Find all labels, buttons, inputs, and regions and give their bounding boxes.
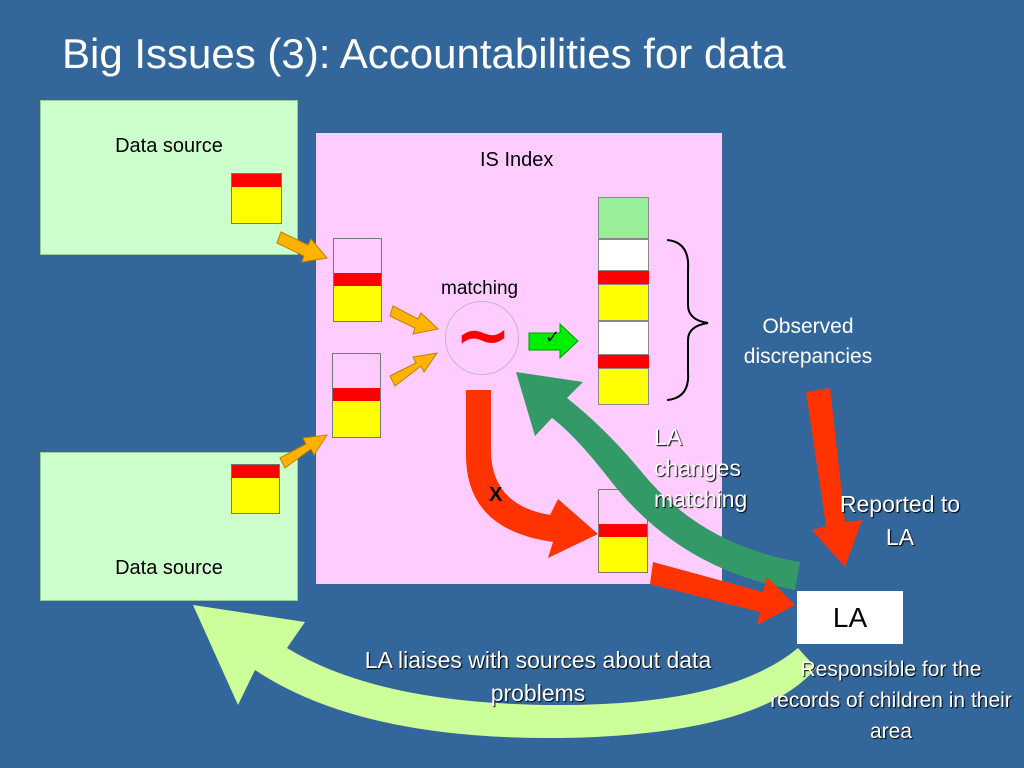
red-arrow-to-la <box>650 562 795 625</box>
la-box: LA <box>797 591 903 644</box>
is-index-label: IS Index <box>480 149 554 171</box>
red-arrow-reported <box>806 388 862 567</box>
la-liaises-label: LA liaises with sources about data probl… <box>364 647 712 706</box>
light-green-arrow <box>193 605 816 739</box>
responsible-label: Responsible for the records of children … <box>770 658 1012 743</box>
check-arrow <box>528 322 579 360</box>
data-source-bottom: Data source <box>40 452 298 601</box>
matching-circle: ~ <box>445 296 519 375</box>
orange-arrow-1 <box>276 231 328 263</box>
orange-arrow-3 <box>389 352 439 387</box>
incoming-record-2 <box>332 353 381 438</box>
la-changes-matching-label: LA changes matching <box>654 424 748 512</box>
check-icon: ✓ <box>545 327 561 348</box>
source-record-top <box>231 173 282 224</box>
reported-to-la-label: Reported to LA <box>839 491 961 550</box>
brace <box>666 239 709 401</box>
data-source-top-label: Data source <box>115 135 223 157</box>
matched-record-stack <box>598 197 649 406</box>
red-curved-arrow <box>466 390 598 558</box>
data-source-bottom-label: Data source <box>115 557 223 579</box>
source-record-bottom <box>231 464 280 514</box>
matching-label: matching <box>441 278 519 299</box>
observed-discrepancies-label: Observed discrepancies <box>743 315 873 368</box>
orange-arrow-4 <box>279 434 329 469</box>
incoming-record-1 <box>333 238 382 322</box>
page-title: Big Issues (3): Accountabilities for dat… <box>62 30 786 77</box>
green-curved-arrow <box>516 372 800 590</box>
x-label: X <box>489 484 503 506</box>
tilde-icon: ~ <box>454 296 512 375</box>
orange-arrow-2 <box>389 305 440 335</box>
